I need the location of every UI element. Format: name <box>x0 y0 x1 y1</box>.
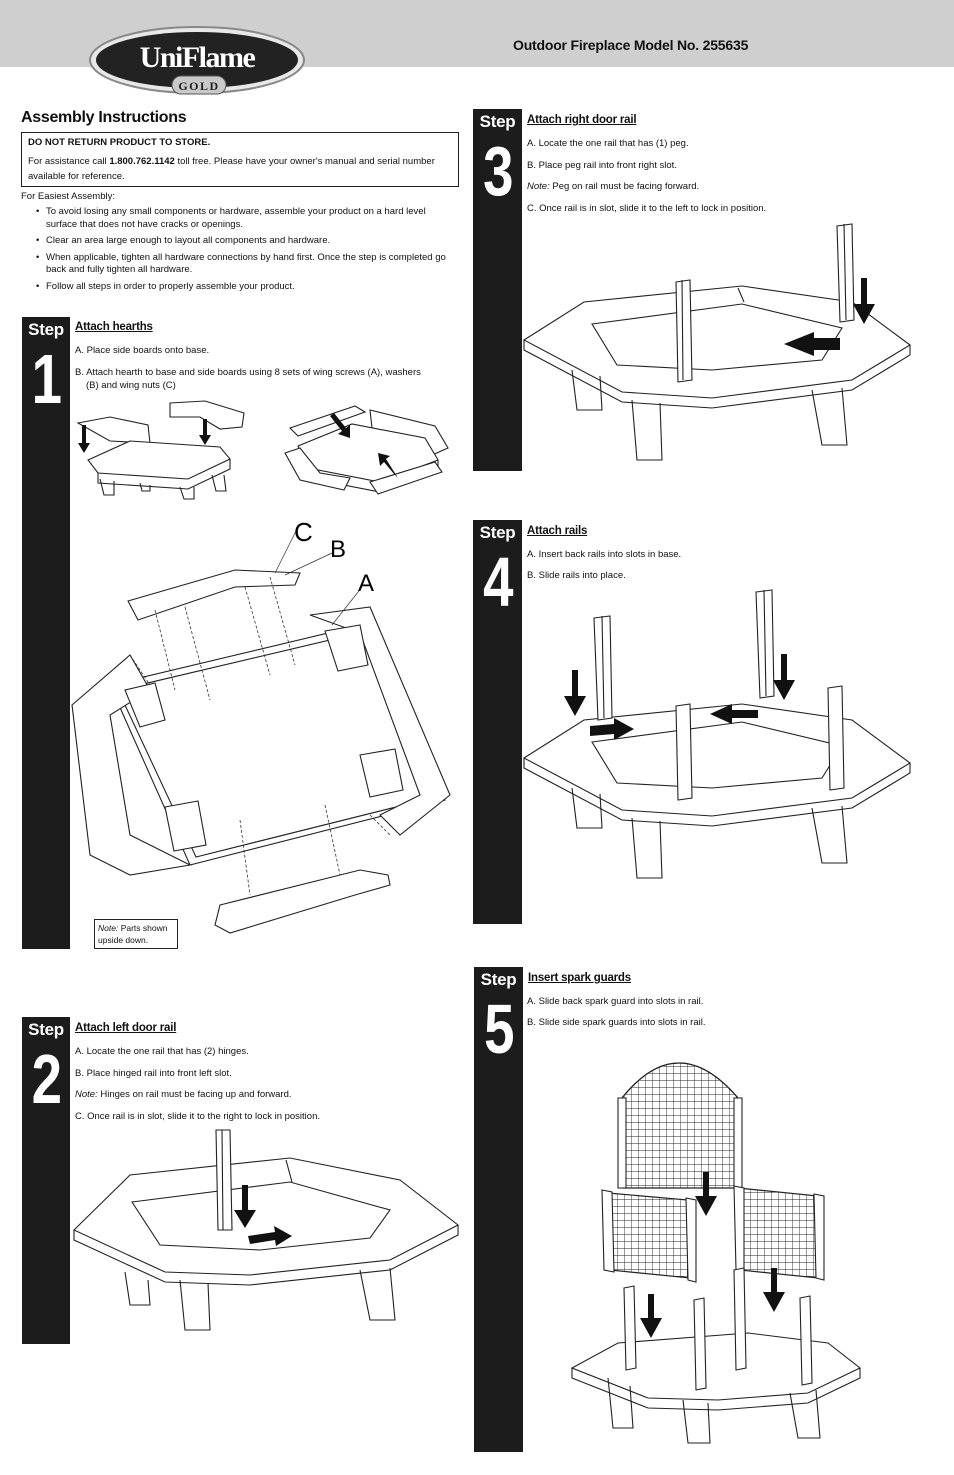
step-5-word: Step <box>480 970 517 989</box>
step-1-note: Note: Parts shown upside down. <box>94 919 178 949</box>
notice-phone: 1.800.762.1142 <box>109 156 175 167</box>
notice-post: toll free. Please have your owner's manu… <box>28 156 435 182</box>
down-arrow-icon <box>640 1294 662 1338</box>
step-1-note-text: Parts shown upside down. <box>98 923 168 945</box>
step-1-diagram-exploded: C B A <box>71 517 451 934</box>
uniflame-logo: UniFlame GOLD <box>89 26 305 95</box>
notice-box: DO NOT RETURN PRODUCT TO STORE. For assi… <box>21 132 459 187</box>
tips-list: To avoid losing any small components or … <box>36 206 456 297</box>
step-2-line-a: A. Locate the one rail that has (2) hing… <box>75 1046 249 1057</box>
step-3-diagram <box>522 223 911 461</box>
step-3-line-b: B. Place peg rail into front right slot. <box>527 160 677 171</box>
step-4-line-b: B. Slide rails into place. <box>527 570 626 581</box>
callout-c: C <box>294 517 313 547</box>
step-3-title: Attach right door rail <box>527 114 637 126</box>
logo-sub-text: GOLD <box>178 79 219 93</box>
easy-assembly-head: For Easiest Assembly: <box>21 191 115 202</box>
left-arrow-icon <box>710 704 758 724</box>
step-5-diagram <box>570 1062 862 1444</box>
step-4-line-a: A. Insert back rails into slots in base. <box>527 549 682 560</box>
right-arrow-icon <box>590 718 634 740</box>
step-2-bar: Step 2 <box>22 1017 70 1344</box>
down-arrow-icon <box>199 419 211 445</box>
step-4-word: Step <box>479 523 516 542</box>
down-arrow-icon <box>763 1268 785 1312</box>
step-2-line-b: B. Place hinged rail into front left slo… <box>75 1068 232 1079</box>
logo-brand-text: UniFlame <box>140 41 256 74</box>
step-2-note-text: Hinges on rail must be facing up and for… <box>100 1089 292 1100</box>
down-arrow-icon <box>853 278 875 324</box>
step-1-note-label: Note: <box>98 923 119 933</box>
assembly-title: Assembly Instructions <box>21 109 187 126</box>
tip-item: Clear an area large enough to layout all… <box>36 235 456 248</box>
right-arrow-icon <box>248 1226 292 1246</box>
step-4-title: Attach rails <box>527 525 588 537</box>
step-2-number: 2 <box>31 1040 62 1118</box>
step-3-note-line: Note: Peg on rail must be facing forward… <box>527 181 699 193</box>
step-3-word: Step <box>479 112 516 131</box>
step-3-line-c: C. Once rail is in slot, slide it to the… <box>527 203 767 214</box>
down-arrow-icon <box>564 670 586 716</box>
down-arrow-icon <box>234 1185 256 1228</box>
down-arrow-icon <box>330 413 350 438</box>
tip-item: Follow all steps in order to properly as… <box>36 281 456 294</box>
step-5-title: Insert spark guards <box>528 972 631 984</box>
down-arrow-icon <box>695 1172 717 1216</box>
notice-body: For assistance call 1.800.762.1142 toll … <box>28 154 448 184</box>
left-arrow-icon <box>784 332 840 356</box>
step-5-line-b: B. Slide side spark guards into slots in… <box>527 1017 706 1028</box>
step-3-note-label: Note: <box>527 181 550 192</box>
down-arrow-icon <box>78 425 90 453</box>
step-4-number: 4 <box>483 543 513 621</box>
notice-pre: For assistance call <box>28 156 110 167</box>
step-1-bar: Step 1 <box>22 317 70 949</box>
step-1-title: Attach hearths <box>75 321 153 333</box>
step-3-bar: Step 3 <box>473 109 522 471</box>
callout-a: A <box>358 570 374 597</box>
tip-item: To avoid losing any small components or … <box>36 206 456 231</box>
step-5-number: 5 <box>484 990 514 1068</box>
step-1-line-a: A. Place side boards onto base. <box>75 345 210 356</box>
callout-b: B <box>330 536 346 563</box>
up-arrow-icon <box>378 453 398 478</box>
step-3-note-text: Peg on rail must be facing forward. <box>552 181 700 192</box>
step-2-line-c: C. Once rail is in slot, slide it to the… <box>75 1111 320 1122</box>
step-1-line-b2: (B) and wing nuts (C) <box>86 380 176 391</box>
step-2-note-label: Note: <box>75 1089 98 1100</box>
step-1-diagram-side-boards <box>76 400 245 500</box>
step-1-word: Step <box>28 320 64 339</box>
step-1-diagram-assembled <box>284 405 449 495</box>
model-title: Outdoor Fireplace Model No. 255635 <box>513 37 749 53</box>
step-3-line-a: A. Locate the one rail that has (1) peg. <box>527 138 689 149</box>
step-4-bar: Step 4 <box>473 520 522 924</box>
down-arrow-icon <box>773 654 795 700</box>
notice-head: DO NOT RETURN PRODUCT TO STORE. <box>28 137 211 148</box>
tip-item: When applicable, tighten all hardware co… <box>36 252 456 277</box>
step-2-diagram <box>73 1129 460 1331</box>
step-4-diagram <box>522 589 911 879</box>
step-5-bar: Step 5 <box>474 967 523 1452</box>
step-2-note-line: Note: Hinges on rail must be facing up a… <box>75 1089 292 1101</box>
step-2-word: Step <box>28 1020 64 1039</box>
step-2-title: Attach left door rail <box>75 1022 177 1034</box>
step-5-line-a: A. Slide back spark guard into slots in … <box>527 996 704 1007</box>
step-3-number: 3 <box>483 132 513 210</box>
step-1-number: 1 <box>31 340 62 418</box>
step-1-line-b: B. Attach hearth to base and side boards… <box>75 367 421 378</box>
